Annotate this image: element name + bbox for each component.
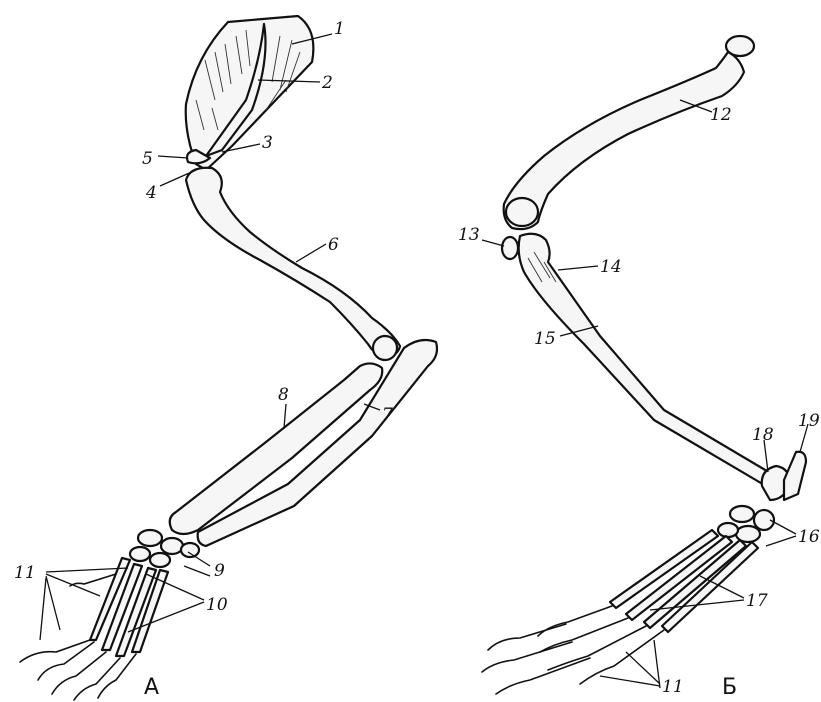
label-9: 9 <box>214 561 225 581</box>
label-11-b: 11 <box>662 677 684 697</box>
label-7: 7 <box>382 405 393 425</box>
label-14: 14 <box>600 257 622 277</box>
label-17: 17 <box>746 591 768 611</box>
label-16: 16 <box>798 527 820 547</box>
label-13: 13 <box>458 225 480 245</box>
scapula <box>186 16 314 170</box>
label-10: 10 <box>206 595 228 615</box>
panel-label-b: Б <box>722 675 737 700</box>
label-4: 4 <box>145 183 157 203</box>
label-1: 1 <box>334 19 345 39</box>
ulna <box>198 340 437 546</box>
label-2: 2 <box>321 73 333 93</box>
forelimb-figure-a: 1 2 3 4 5 6 7 8 9 10 11 А <box>14 16 437 700</box>
label-3: 3 <box>262 133 273 153</box>
label-6: 6 <box>328 235 339 255</box>
label-8: 8 <box>278 385 289 405</box>
label-18: 18 <box>752 425 774 445</box>
femur <box>504 36 754 229</box>
label-5: 5 <box>142 149 153 169</box>
metatarsals-digits <box>482 530 758 694</box>
tibia-fibula <box>502 234 772 486</box>
carpal-bones <box>130 530 199 567</box>
hindlimb-figure-b: 12 13 14 15 16 17 18 19 11 Б <box>458 36 820 700</box>
label-15: 15 <box>534 329 556 349</box>
label-12: 12 <box>710 105 732 125</box>
humerus <box>186 168 400 360</box>
label-19: 19 <box>798 411 820 431</box>
panel-label-a: А <box>144 675 159 700</box>
label-11-a: 11 <box>14 563 36 583</box>
